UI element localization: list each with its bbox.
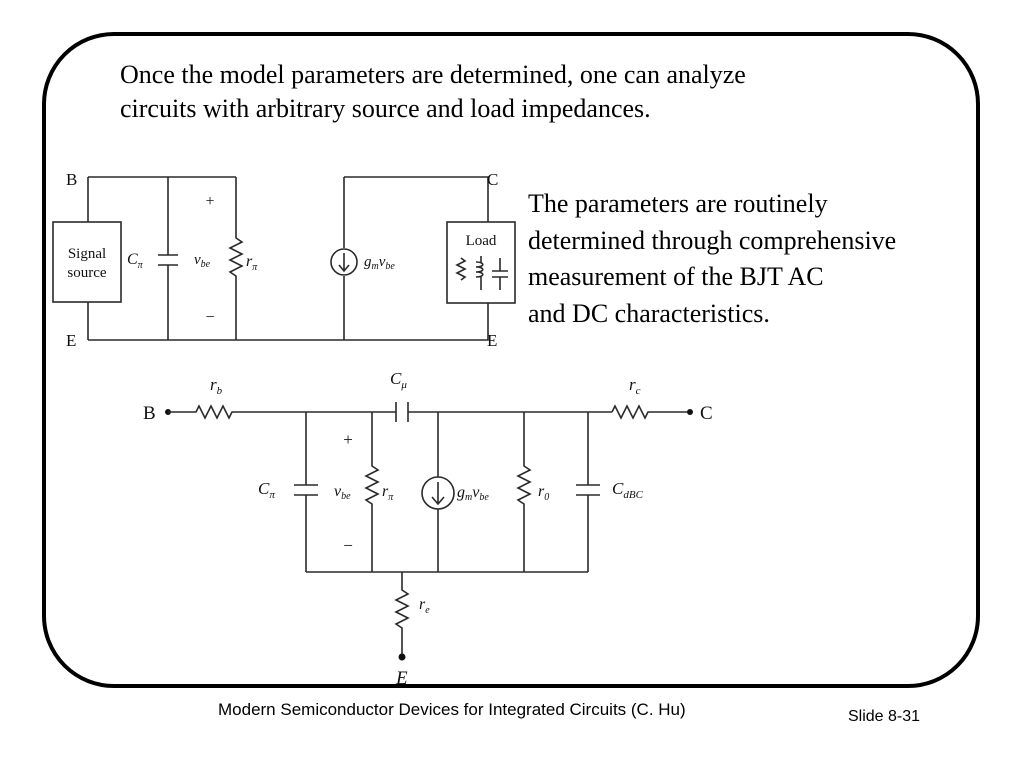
c-pi-label: Cπ: [127, 251, 144, 271]
bottom-current-arrow-icon: [431, 482, 445, 506]
rb-label: rb: [210, 375, 223, 397]
node-e-left-label: E: [66, 331, 76, 350]
signal-source-label-2: source: [67, 265, 106, 281]
r0-resistor: [516, 412, 532, 572]
bottom-hybrid-pi-circuit: B rb Cμ C rc Cπ vbe rπ + − gmvbe r0: [143, 369, 713, 689]
bottom-gm-vbe-label: gmvbe: [457, 484, 489, 503]
rb-resistor: [168, 404, 396, 420]
node-c-terminal: [687, 409, 693, 415]
current-arrow-icon: [338, 253, 350, 273]
bottom-c-pi-label: Cπ: [258, 479, 275, 501]
parameters-note: The parameters are routinely determined …: [528, 186, 978, 332]
top-rail-wire: [88, 176, 489, 222]
note-line-1: The parameters are routinely: [528, 189, 828, 218]
intro-text: Once the model parameters are determined…: [120, 58, 920, 126]
c-mu-capacitor: [395, 402, 409, 422]
bottom-minus-sign: −: [343, 536, 353, 555]
bottom-r-pi-label: rπ: [382, 483, 394, 503]
r-pi-label: rπ: [246, 253, 258, 273]
load-inductor-icon: [475, 256, 484, 290]
note-line-3: measurement of the BJT AC: [528, 262, 824, 291]
v-be-label: vbe: [194, 252, 211, 270]
bottom-r-pi-resistor: [364, 412, 380, 572]
note-line-4: and DC characteristics.: [528, 298, 770, 328]
intro-line-2: circuits with arbitrary source and load …: [120, 94, 651, 123]
node-b-label: B: [66, 170, 77, 189]
plus-sign: +: [205, 193, 214, 210]
bottom-current-source-icon: [421, 476, 455, 510]
rc-resistor: [611, 404, 690, 420]
rc-label: rc: [629, 375, 641, 397]
footer-citation: Modern Semiconductor Devices for Integra…: [218, 700, 686, 719]
note-line-2: determined through comprehensive: [528, 225, 897, 255]
gm-vbe-label: gmvbe: [364, 254, 395, 272]
r0-label: r0: [538, 483, 549, 503]
minus-sign: −: [205, 309, 214, 326]
slide-frame: [42, 32, 980, 688]
load-box: [446, 221, 516, 304]
cdbc-label: CdBC: [612, 479, 644, 501]
intro-line-1: Once the model parameters are determined…: [120, 60, 746, 89]
bottom-node-c-label: C: [700, 403, 713, 424]
re-resistor: [394, 572, 410, 656]
c-mu-label: Cμ: [390, 369, 407, 391]
r-pi-resistor: [228, 177, 244, 340]
bottom-plus-sign: +: [343, 430, 353, 449]
bottom-node-e-label: E: [395, 668, 408, 689]
node-e-terminal: [398, 653, 406, 661]
slide-number: Slide 8-31: [848, 708, 921, 725]
current-source-icon: [330, 248, 358, 276]
re-label: re: [419, 596, 430, 616]
node-e-right-label: E: [487, 331, 497, 350]
cdbc-capacitor: [576, 484, 600, 496]
load-resistor-icon: [455, 257, 467, 281]
bottom-v-be-label: vbe: [334, 483, 351, 502]
load-label: Load: [466, 233, 497, 249]
signal-source-label-1: Signal: [68, 246, 106, 262]
signal-source-box: [52, 221, 122, 303]
load-capacitor-icon: [492, 258, 508, 290]
bottom-node-b-label: B: [143, 403, 156, 424]
bottom-c-pi-capacitor: [294, 484, 318, 496]
bottom-rail-wire: [88, 303, 489, 341]
top-small-signal-circuit: Signal source Cπ rπ vbe + − gmvbe Load B…: [42, 162, 516, 350]
load-impedance-icon: [455, 256, 508, 290]
node-c-label: C: [487, 170, 498, 189]
c-pi-capacitor: [158, 254, 178, 266]
